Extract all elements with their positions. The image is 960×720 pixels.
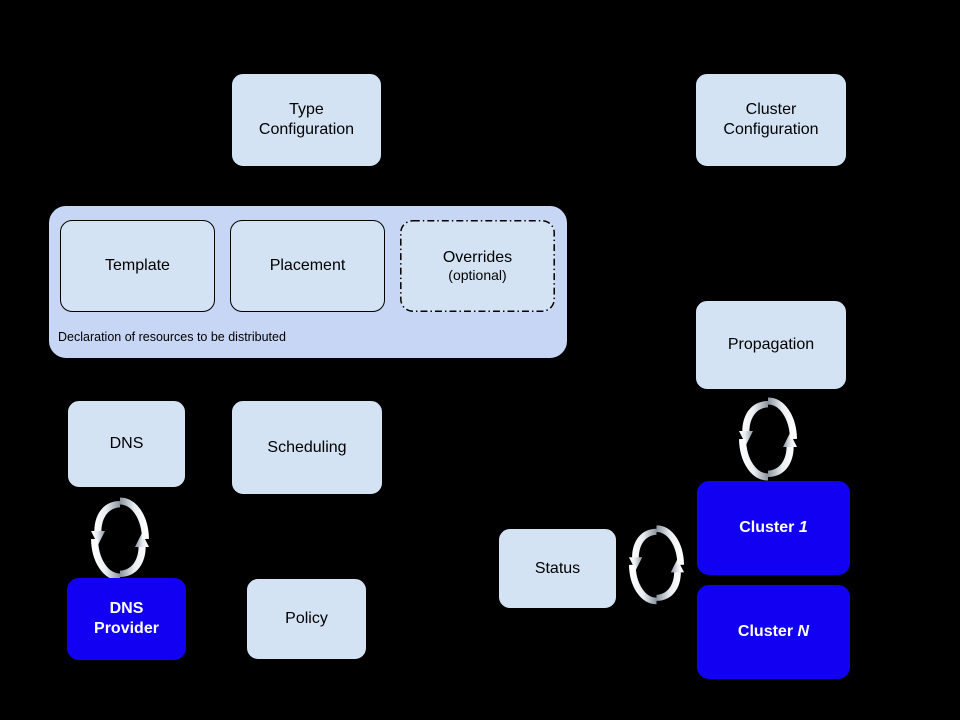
node-type-configuration[interactable]: Type Configuration — [231, 73, 382, 167]
node-scheduling[interactable]: Scheduling — [231, 400, 383, 495]
sync-cycle-icon-propagation — [739, 401, 797, 477]
node-status-label: Status — [534, 559, 581, 577]
group-caption: Declaration of resources to be distribut… — [58, 330, 286, 344]
node-cluster-1-label: Cluster 1 — [739, 518, 807, 538]
sync-cycle-icon-status — [629, 529, 684, 601]
node-policy[interactable]: Policy — [246, 578, 367, 660]
node-template[interactable]: Template — [60, 220, 215, 312]
node-type-configuration-label: Type Configuration — [258, 101, 355, 138]
node-cluster-configuration[interactable]: Cluster Configuration — [695, 73, 847, 167]
node-placement[interactable]: Placement — [230, 220, 385, 312]
node-cluster-n-suffix: N — [797, 623, 810, 641]
node-dns-provider[interactable]: DNS Provider — [67, 578, 186, 660]
node-placement-label: Placement — [269, 257, 346, 275]
node-policy-label: Policy — [285, 610, 328, 628]
node-dns-provider-label: DNS Provider — [94, 600, 159, 637]
node-overrides-sublabel: (optional) — [448, 267, 507, 284]
node-scheduling-label: Scheduling — [267, 438, 347, 456]
node-cluster-configuration-label: Cluster Configuration — [723, 101, 819, 138]
node-dns-label: DNS — [109, 435, 144, 453]
node-overrides[interactable]: Overrides (optional) — [400, 220, 555, 312]
node-cluster-n[interactable]: Cluster N — [697, 585, 850, 679]
node-propagation-label: Propagation — [727, 336, 815, 354]
node-overrides-label: Overrides — [442, 248, 513, 266]
node-template-label: Template — [105, 257, 170, 275]
node-cluster-1-prefix: Cluster — [739, 519, 799, 537]
node-dns[interactable]: DNS — [67, 400, 186, 488]
node-cluster-1[interactable]: Cluster 1 — [697, 481, 850, 575]
node-propagation[interactable]: Propagation — [695, 300, 847, 390]
sync-cycle-icon-dns — [91, 501, 149, 577]
node-cluster-1-suffix: 1 — [798, 519, 808, 537]
node-cluster-n-label: Cluster N — [738, 622, 809, 642]
node-cluster-n-prefix: Cluster — [737, 623, 798, 641]
node-status[interactable]: Status — [498, 528, 617, 609]
